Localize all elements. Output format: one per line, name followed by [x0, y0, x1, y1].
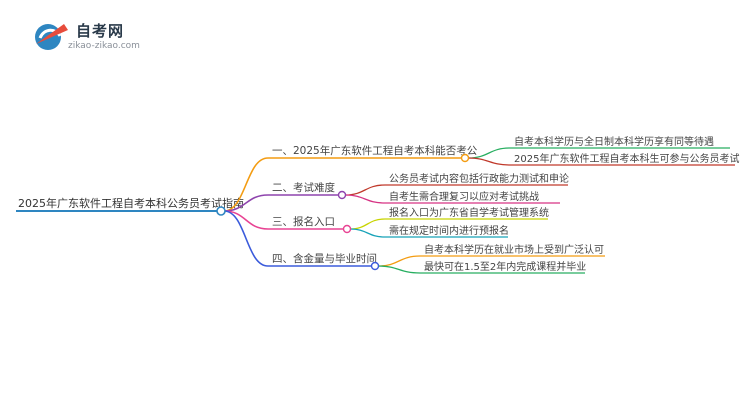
leaf-label[interactable]: 公务员考试内容包括行政能力测试和申论	[389, 172, 569, 185]
branch-label[interactable]: 四、含金量与毕业时间	[272, 252, 377, 265]
branch-connector	[223, 210, 269, 267]
leaf-label[interactable]: 自考本科学历与全日制本科学历享有同等待遇	[514, 135, 714, 148]
graduation-cap-icon	[35, 24, 68, 50]
leaf-label[interactable]: 2025年广东软件工程自考本科生可参与公务员考试	[514, 152, 739, 165]
leaf-connector	[349, 218, 386, 230]
logo-subtitle: zikao-zikao.com	[68, 41, 140, 51]
leaf-label[interactable]: 自考生需合理复习以应对考试挑战	[389, 190, 539, 203]
branch-label[interactable]: 三、报名入口	[272, 215, 335, 228]
leaf-connector	[467, 157, 511, 166]
leaf-label[interactable]: 最快可在1.5至2年内完成课程并毕业	[424, 260, 586, 273]
leaf-connector	[344, 184, 386, 196]
branch-node[interactable]	[342, 224, 352, 234]
logo-title: 自考网	[76, 22, 125, 40]
leaf-connector	[344, 194, 386, 204]
site-logo[interactable]	[30, 18, 150, 54]
branch-label[interactable]: 二、考试难度	[272, 181, 335, 194]
leaf-label[interactable]: 需在规定时间内进行预报名	[389, 224, 509, 237]
branch-label[interactable]: 一、2025年广东软件工程自考本科能否考公	[272, 144, 478, 157]
branch-node[interactable]	[370, 261, 380, 271]
leaf-label[interactable]: 自考本科学历在就业市场上受到广泛认可	[424, 243, 604, 256]
leaf-connector	[377, 255, 421, 267]
leaf-label[interactable]: 报名入口为广东省自学考试管理系统	[389, 206, 549, 219]
root-node[interactable]	[216, 206, 226, 216]
leaf-connector	[377, 265, 421, 274]
root-node-label: 2025年广东软件工程自考本科公务员考试指南	[18, 196, 244, 210]
branch-node[interactable]	[460, 153, 470, 163]
branch-connector	[223, 157, 269, 212]
branch-node[interactable]	[337, 190, 347, 200]
leaf-connector	[349, 228, 386, 238]
